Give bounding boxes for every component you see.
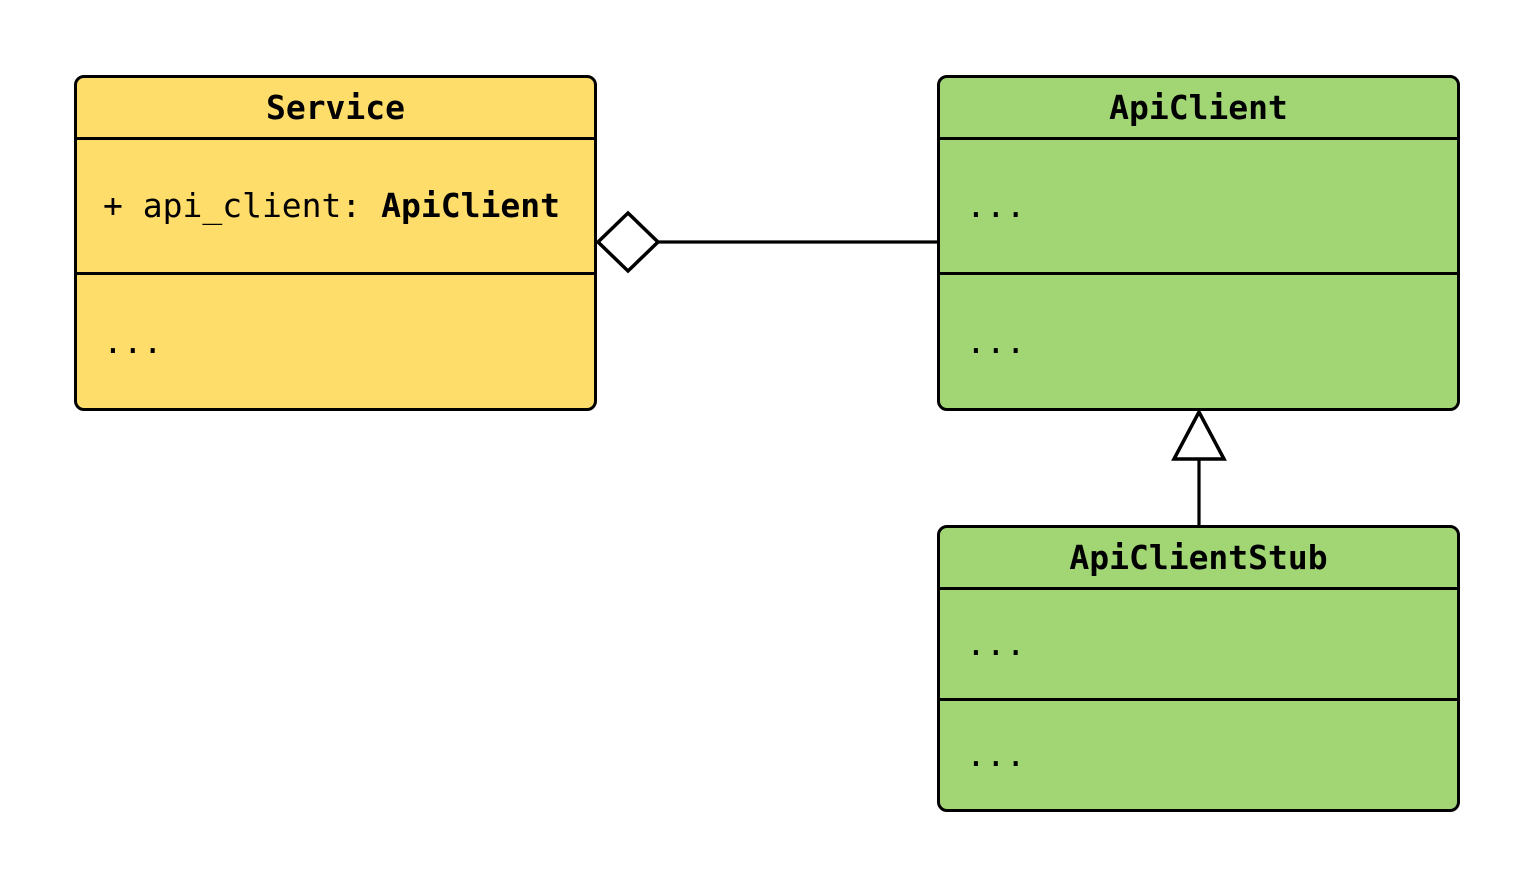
service-attribute-type-text: ApiClient (381, 186, 560, 226)
apiclient-attributes-section: ... (940, 137, 1457, 272)
class-node-apiclient[interactable]: ApiClient ... ... (937, 75, 1460, 411)
apiclient-attributes-placeholder: ... (966, 186, 1026, 226)
service-attributes-section: + api_client: ApiClient (77, 137, 594, 272)
class-node-apiclientstub[interactable]: ApiClientStub ... ... (937, 525, 1460, 812)
apiclient-methods-section: ... (940, 272, 1457, 408)
apiclientstub-methods-placeholder: ... (966, 735, 1026, 775)
apiclientstub-methods-section: ... (940, 698, 1457, 809)
aggregation-connector (595, 210, 938, 274)
apiclientstub-attributes-placeholder: ... (966, 624, 1026, 664)
class-title-apiclientstub: ApiClientStub (1069, 537, 1328, 577)
service-methods-placeholder: ... (103, 321, 163, 361)
inheritance-triangle-icon (1171, 408, 1227, 461)
aggregation-diamond-icon (595, 210, 661, 274)
apiclient-methods-placeholder: ... (966, 321, 1026, 361)
class-node-service[interactable]: Service + api_client: ApiClient ... (74, 75, 597, 411)
inheritance-connector (1171, 408, 1227, 526)
class-title-apiclient: ApiClient (1109, 87, 1288, 127)
service-attribute-text: + api_client: ApiClient (103, 186, 560, 226)
service-attribute-name-text: + api_client: (103, 186, 382, 226)
class-title-service: Service (265, 87, 406, 127)
service-methods-section: ... (77, 272, 594, 408)
apiclientstub-attributes-section: ... (940, 587, 1457, 698)
